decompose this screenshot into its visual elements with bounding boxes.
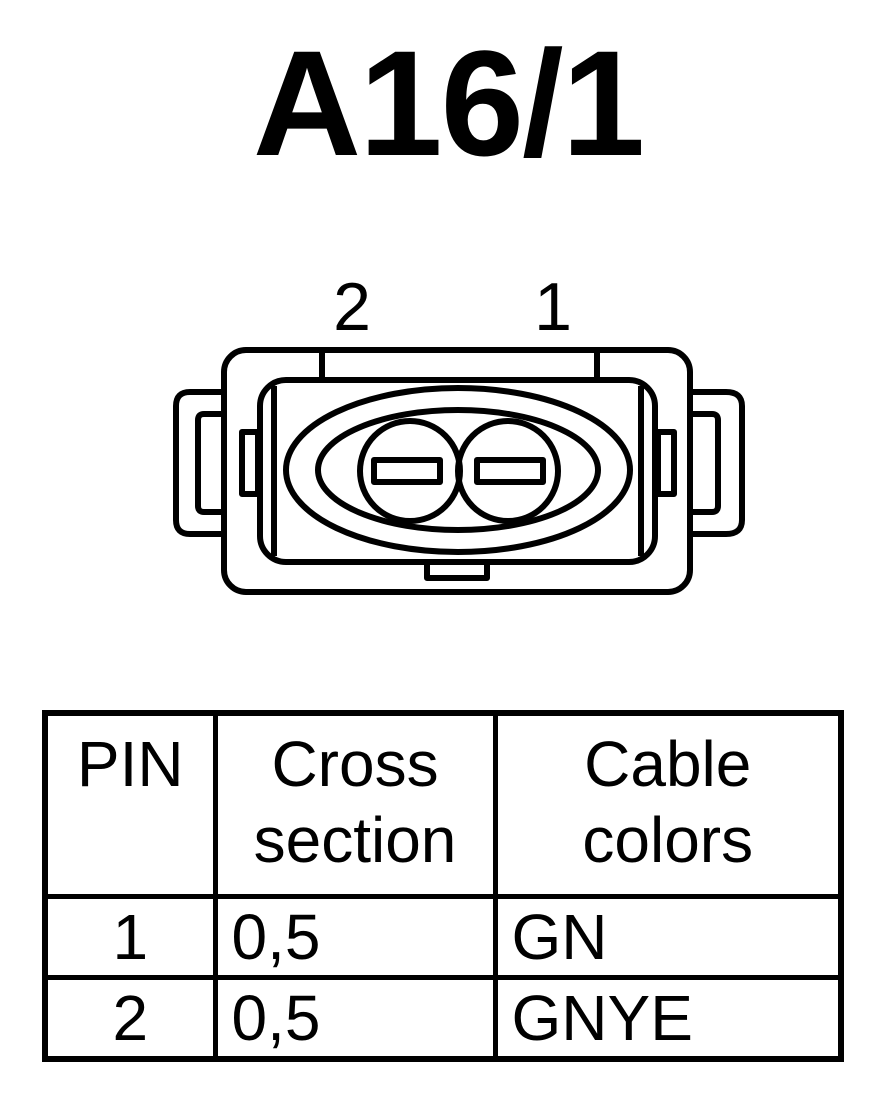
right-notch [655,429,677,497]
row-2-pin: 2 [42,975,218,1062]
header-pin: PIN [42,710,218,899]
connector-title: A16/1 [252,19,645,187]
row-1-cross-section: 0,5 [212,894,498,980]
pin-label-2: 2 [333,269,371,345]
connector-drawing [173,347,745,595]
top-key [319,350,600,380]
pin-1-blade [474,457,546,485]
left-latch-inner [195,411,224,515]
right-latch [690,389,745,537]
left-notch [239,429,261,497]
connector-housing [221,347,693,595]
bottom-key [424,562,490,581]
row-1-pin: 1 [42,894,218,980]
table-row: 1 0,5 GN [42,894,844,980]
row-1-cable-color: GN [492,894,844,980]
left-latch [173,389,224,537]
right-latch-inner [690,411,721,515]
inner-ellipse [315,407,601,533]
row-2-cross-section: 0,5 [212,975,498,1062]
outer-ellipse [283,385,633,555]
pin-label-1: 1 [534,269,572,345]
pin-2-blade [371,457,443,485]
pin-1-socket [455,418,561,524]
row-2-cable-color: GNYE [492,975,844,1062]
table-row: 2 0,5 GNYE [42,975,844,1062]
